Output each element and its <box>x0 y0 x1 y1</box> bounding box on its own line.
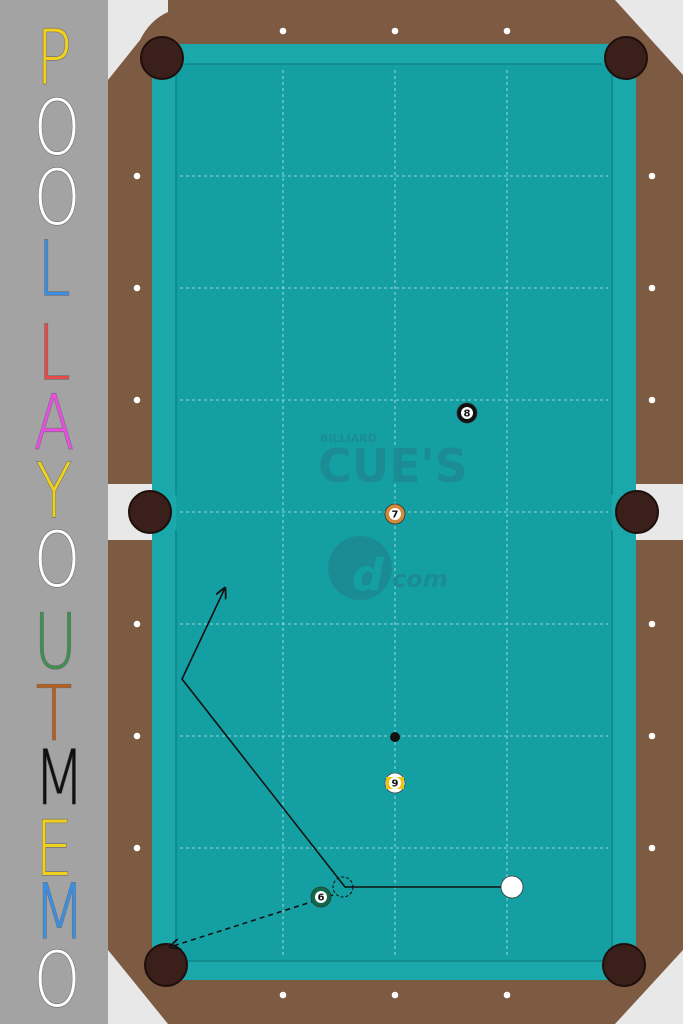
rail-diamonds <box>133 27 656 999</box>
diamond-marker <box>133 844 141 852</box>
title-letter-o: O <box>33 153 81 242</box>
ball-number-label: 9 <box>392 779 399 790</box>
shot-paths <box>170 588 512 947</box>
title-letter-o: O <box>33 515 81 604</box>
watermark-logo-letter: d <box>352 550 384 601</box>
corner-cap-top-left-fill <box>108 0 168 75</box>
ghost-ball <box>332 876 354 898</box>
diamond-marker <box>279 991 287 999</box>
ball-7[interactable]: 7 <box>384 503 406 525</box>
pocket <box>140 36 184 80</box>
title-letter-e: E <box>35 804 73 893</box>
rail-bevel-lines <box>175 63 613 962</box>
watermark-brand-big: CUE'S <box>318 439 468 493</box>
spot-marker <box>390 732 400 742</box>
diamond-marker <box>133 396 141 404</box>
corner-cap-top-right-fill <box>615 0 683 75</box>
pocket <box>615 490 659 534</box>
diamond-marker <box>648 844 656 852</box>
diamond-marker <box>133 172 141 180</box>
diamond-marker <box>648 172 656 180</box>
balls: 8 7 9 6 <box>310 402 524 908</box>
diamond-marker <box>133 284 141 292</box>
ball-6[interactable]: 6 <box>310 886 332 908</box>
pocket <box>602 943 646 987</box>
pocket <box>604 36 648 80</box>
table-grid <box>180 70 608 955</box>
diamond-marker <box>648 284 656 292</box>
title-letter-l: L <box>37 224 71 313</box>
title-letter-l: L <box>37 308 71 397</box>
diamond-marker <box>648 396 656 404</box>
title-letter-p: P <box>36 13 73 102</box>
diamond-marker <box>503 27 511 35</box>
object-ball-path <box>170 894 334 947</box>
ball-number-label: 8 <box>464 409 471 420</box>
pocket <box>144 943 188 987</box>
title-letter-u: U <box>33 597 78 686</box>
diamond-marker <box>503 991 511 999</box>
corner-cap-bottom-left-fill <box>108 950 168 1024</box>
ball-number-label: 6 <box>318 893 325 904</box>
corner-cap-bottom-right-fill <box>615 950 683 1024</box>
title-letter-a: A <box>33 378 75 467</box>
cue-ball[interactable] <box>500 875 524 899</box>
title-letter-y: Y <box>35 446 73 535</box>
title-letter-o: O <box>33 83 81 172</box>
cues-watermark: BILLIARD CUE'S d com <box>318 432 468 601</box>
ball-8[interactable]: 8 <box>456 402 478 424</box>
watermark-domain: com <box>392 565 448 593</box>
ball-9[interactable]: 9 <box>384 772 406 794</box>
diamond-marker <box>391 991 399 999</box>
diamond-marker <box>391 27 399 35</box>
watermark-brand-small: BILLIARD <box>320 432 377 445</box>
pocket <box>128 490 172 534</box>
diamond-marker <box>279 27 287 35</box>
title-letter-o: O <box>33 935 81 1024</box>
diamond-marker <box>648 732 656 740</box>
diamond-marker <box>133 732 141 740</box>
title-letter-t: T <box>35 669 73 758</box>
cue-ball-path <box>181 588 512 888</box>
ball-number-label: 7 <box>392 510 399 521</box>
diamond-marker <box>648 620 656 628</box>
diamond-marker <box>133 620 141 628</box>
pockets <box>128 36 659 987</box>
watermark-logo-circle <box>328 536 392 600</box>
